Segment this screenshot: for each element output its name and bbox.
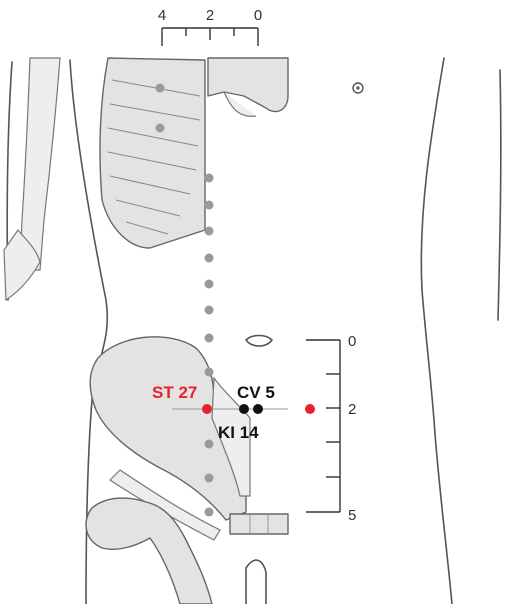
midline-marker [205, 201, 214, 210]
side-scale-label-5: 5 [348, 507, 356, 524]
side-scale-label-2: 2 [348, 401, 356, 418]
top-scale-label-4: 4 [158, 7, 166, 24]
arm-bones [4, 58, 60, 300]
midline-marker [205, 306, 214, 315]
rib-marker [156, 84, 165, 93]
pelvis [86, 337, 288, 604]
ki14-point [253, 404, 263, 414]
rib-cage [100, 58, 288, 248]
midline-marker [205, 280, 214, 289]
cv5-label: CV 5 [237, 383, 275, 402]
cv5-point [239, 404, 249, 414]
midline-marker [205, 254, 214, 263]
st27-label: ST 27 [152, 383, 197, 402]
nipple-mark [353, 83, 363, 93]
side-scale-label-0: 0 [348, 333, 356, 350]
top-scale-label-0: 0 [254, 7, 262, 24]
st27-point-left [202, 404, 212, 414]
rib-marker [156, 124, 165, 133]
top-scale: 4 2 0 [158, 7, 262, 46]
midline-marker [205, 368, 214, 377]
midline-marker [205, 440, 214, 449]
side-scale: 0 2 5 [306, 333, 356, 524]
top-scale-label-2: 2 [206, 7, 214, 24]
navel [246, 336, 272, 347]
midline-marker [205, 508, 214, 517]
st27-point-right [305, 404, 315, 414]
midline-marker [205, 334, 214, 343]
midline-marker [205, 174, 214, 183]
ki14-label: KI 14 [218, 423, 259, 442]
midline-marker [205, 227, 214, 236]
midline-marker [205, 474, 214, 483]
